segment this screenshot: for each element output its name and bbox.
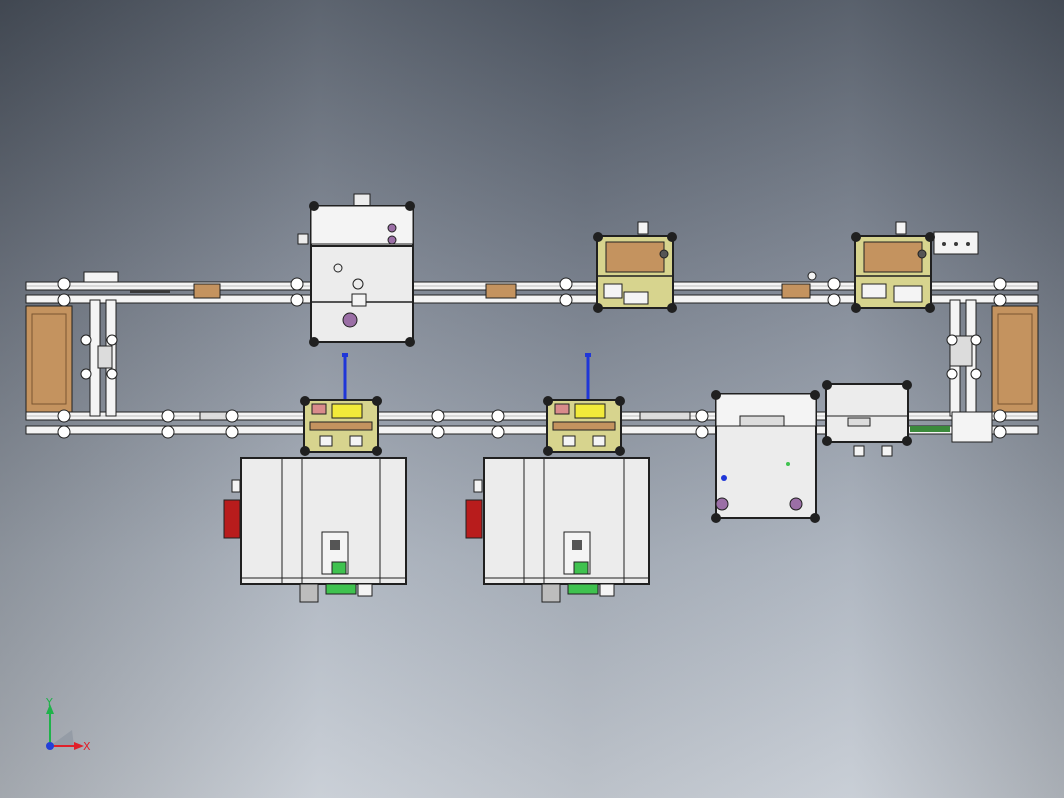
top-rail-details (83, 231, 979, 293)
left-end-pallet (25, 305, 73, 413)
station-bottom-middle-cabinet (465, 457, 650, 603)
triad-plane-shadow (50, 730, 74, 746)
actuator-rods (343, 356, 590, 400)
z-axis-dot (46, 742, 54, 750)
station-top-right (807, 221, 935, 313)
station-bottom-left-cabinet (223, 457, 407, 603)
bottom-rail-details (199, 411, 993, 443)
rail-rollers (57, 277, 1007, 439)
station-bottom-left-press (300, 396, 382, 456)
right-end-pallet (991, 305, 1039, 413)
top-rail-carriers (193, 283, 811, 299)
station-bottom-middle-press (543, 396, 625, 456)
left-transfer-rails (89, 299, 117, 417)
station-top-middle (593, 221, 677, 313)
station-top-main-cabinet (297, 193, 415, 347)
coordinate-triad: Y X (45, 696, 91, 753)
station-bottom-right-cabinet (711, 390, 820, 523)
actuator-caps (342, 353, 591, 357)
y-axis-label: Y (45, 696, 53, 709)
right-transfer-rails (949, 299, 977, 417)
station-bottom-far-right (822, 380, 912, 457)
x-axis-label: X (83, 740, 91, 753)
